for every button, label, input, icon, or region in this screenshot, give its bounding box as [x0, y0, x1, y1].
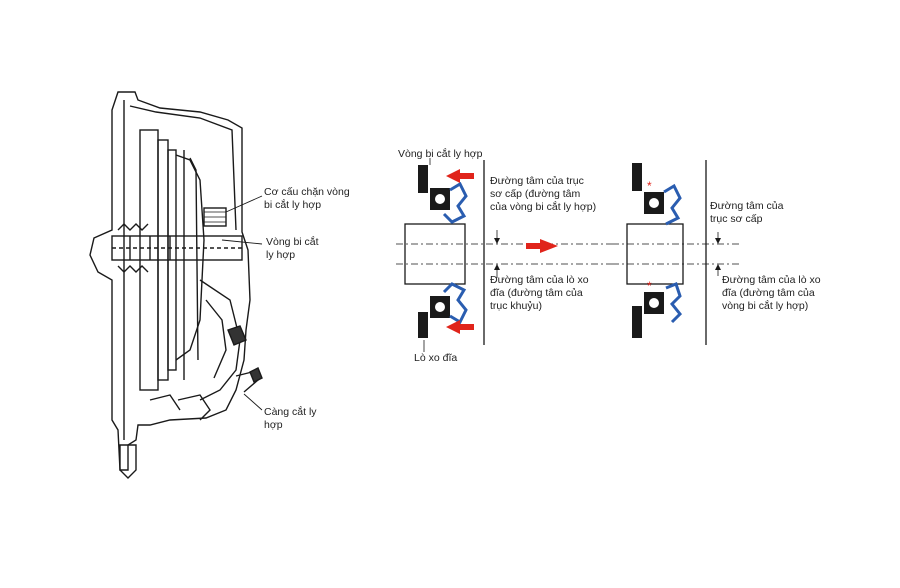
- label-input-shaft-centerline-right: Đường tâm của trục sơ cấp: [710, 200, 784, 225]
- transaxle-cross-section: [89, 91, 263, 479]
- label-release-bearing-middle: Vòng bi cắt ly hợp: [398, 148, 483, 160]
- red-asterisk-bottom: *: [647, 279, 652, 293]
- label-release-bearing-stop: Cơ cấu chặn vòng bi cắt ly hợp: [264, 186, 350, 211]
- label-diaphragm-centerline-right: Đường tâm của lò xo đĩa (đường tâm của v…: [722, 274, 821, 312]
- label-release-fork: Càng cắt ly hợp: [264, 406, 317, 431]
- label-diaphragm-centerline-middle: Đường tâm của lò xo đĩa (đường tâm của t…: [490, 274, 589, 312]
- red-asterisk-top: *: [647, 179, 652, 193]
- right-bearing-diagram: * *: [612, 160, 740, 345]
- label-diaphragm-spring: Lò xo đĩa: [414, 352, 458, 364]
- label-input-shaft-centerline-middle: Đường tâm của trục sơ cấp (đường tâm của…: [490, 175, 597, 213]
- label-release-bearing-left: Vòng bi cắt ly hợp: [266, 236, 319, 261]
- left-leader-lines: [221, 195, 263, 411]
- middle-bearing-diagram: [396, 158, 612, 352]
